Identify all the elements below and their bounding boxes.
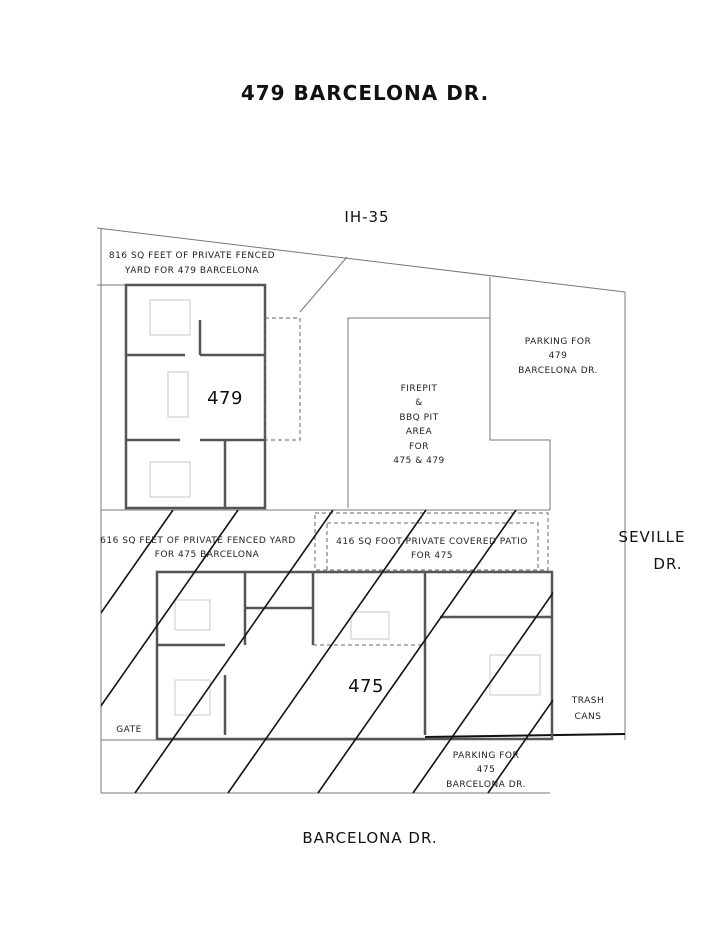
parking-475-label-2: 475 [477,765,496,775]
yard-479-label-1: 816 SQ FEET OF PRIVATE FENCED [109,251,275,261]
yard-475-label-2: FOR 475 BARCELONA [155,550,260,560]
yard-479-label-2: YARD FOR 479 BARCELONA [124,266,260,276]
parking-475-label-1: PARKING FOR [453,751,519,761]
parking-479-label-2: 479 [549,351,568,361]
unit-475-label: 475 [348,676,384,697]
unit-479-label: 479 [207,388,243,409]
street-east-2: DR. [653,555,682,573]
street-east-1: SEVILLE [619,528,686,546]
street-north: IH-35 [344,208,389,226]
patio-475-label-1: 416 SQ FOOT PRIVATE COVERED PATIO [336,537,528,547]
firepit-label-2: & [415,398,423,408]
hatch-lines [101,510,553,794]
gate-label: GATE [116,725,142,735]
parking-479-label-1: PARKING FOR [525,337,591,347]
parking-475-label-3: BARCELONA DR. [446,780,526,790]
trash-label-2: CANS [575,712,602,722]
firepit-label-3: BBQ PIT [399,413,438,423]
patio-475-label-2: FOR 475 [411,551,453,561]
property-boundary [96,227,626,794]
firepit-label-4: AREA [406,427,433,437]
trash-label-1: TRASH [571,696,605,706]
house-479-floorplan: 479 [124,283,301,510]
street-south: BARCELONA DR. [302,829,437,847]
page-title: 479 BARCELONA DR. [241,81,489,105]
parking-479-label-3: BARCELONA DR. [518,366,598,376]
firepit-label-5: FOR [409,442,429,452]
firepit-area [347,277,551,510]
firepit-label-6: 475 & 479 [393,456,445,466]
house-475-floorplan: 475 [155,512,554,741]
firepit-label-1: FIREPIT [401,384,438,394]
yard-475-label-1: 616 SQ FEET OF PRIVATE FENCED YARD [100,536,296,546]
